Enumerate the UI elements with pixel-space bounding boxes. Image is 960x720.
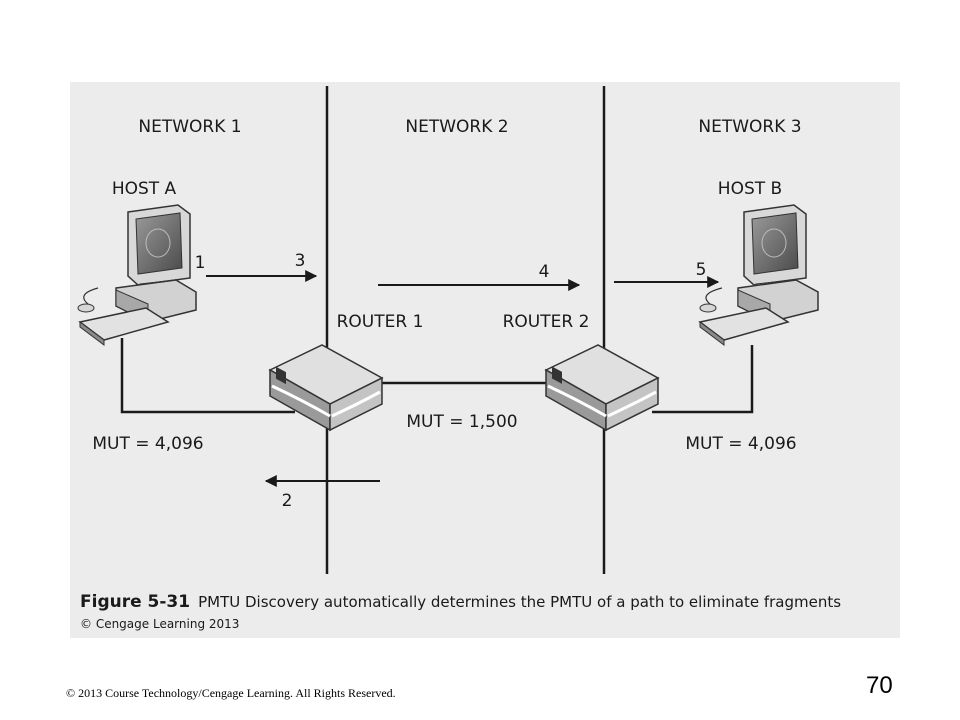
figure-caption: Figure 5-31 PMTU Discovery automatically … — [80, 592, 900, 612]
host-a-computer-icon — [77, 204, 197, 346]
host-b-label: HOST B — [718, 179, 782, 199]
router-2-icon — [544, 344, 660, 432]
network-1-label: NETWORK 1 — [138, 117, 241, 137]
step-5-label: 5 — [696, 260, 707, 280]
figure-credit: © Cengage Learning 2013 — [80, 617, 240, 631]
router-1-label: ROUTER 1 — [337, 312, 424, 332]
mtu-network-1-label: MUT = 4,096 — [92, 434, 203, 454]
figure-caption-text: PMTU Discovery automatically determines … — [198, 593, 842, 611]
figure-number: Figure 5-31 — [80, 592, 191, 612]
step-1-label: 1 — [195, 253, 206, 273]
step-4-label: 4 — [539, 262, 550, 282]
mtu-network-2-label: MUT = 1,500 — [406, 412, 517, 432]
host-b-computer-icon — [698, 204, 819, 346]
router-1-icon — [268, 344, 384, 432]
network-3-label: NETWORK 3 — [698, 117, 801, 137]
step-3-label: 3 — [295, 251, 306, 271]
router-2-label: ROUTER 2 — [503, 312, 590, 332]
link-host-a-router-1 — [120, 338, 295, 414]
network-2-label: NETWORK 2 — [405, 117, 508, 137]
step-2-label: 2 — [282, 491, 293, 511]
host-a-label: HOST A — [112, 179, 177, 199]
footer-copyright: © 2013 Course Technology/Cengage Learnin… — [66, 686, 396, 700]
link-router-2-host-b — [652, 345, 754, 414]
page-number: 70 — [866, 672, 893, 699]
figure-panel — [70, 82, 900, 638]
mtu-network-3-label: MUT = 4,096 — [685, 434, 796, 454]
